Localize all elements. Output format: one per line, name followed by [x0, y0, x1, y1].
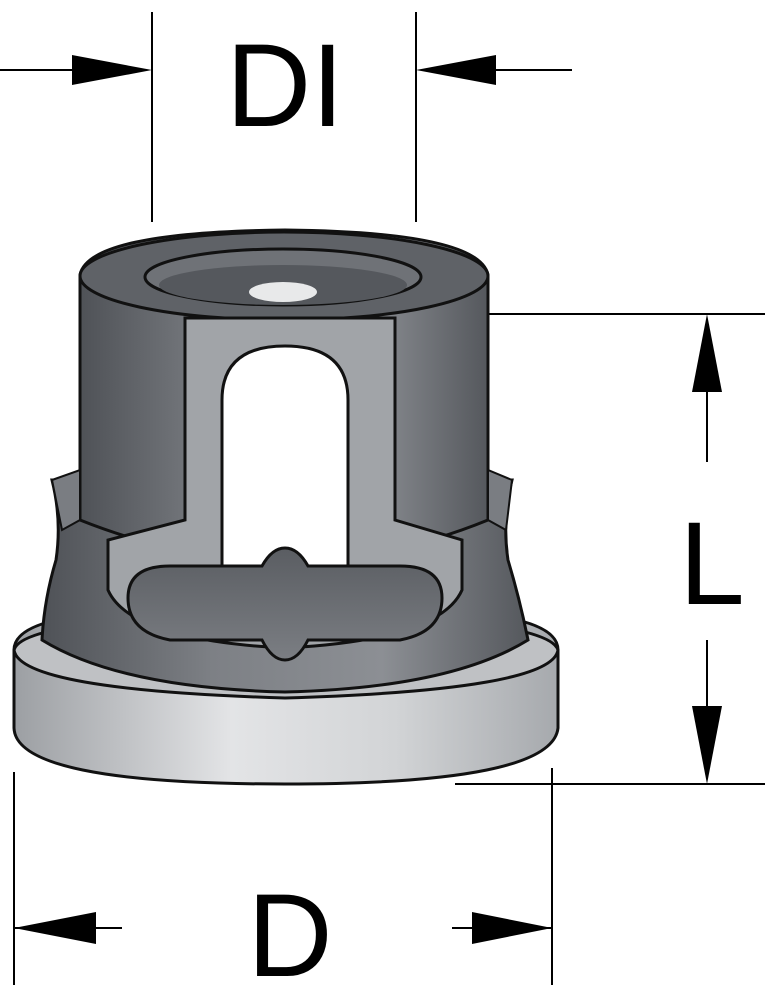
arrowhead-right: [472, 912, 552, 944]
collar-ridge-left: [50, 468, 81, 532]
collar-ridge-right: [487, 468, 514, 532]
inner-pocket: [126, 546, 444, 662]
bore-highlight: [249, 282, 317, 302]
arrowhead-left: [14, 912, 96, 944]
outer-diameter-dimension: D: [13, 768, 553, 999]
arrowhead-right: [72, 55, 152, 85]
length-dimension: L: [455, 313, 765, 785]
arrowhead-down: [692, 706, 722, 784]
slot-opening: [220, 344, 350, 572]
outer-diameter-label: D: [247, 870, 332, 999]
arrowhead-up: [692, 314, 722, 392]
inner-diameter-dimension: DI: [0, 12, 572, 222]
bushing-part: [12, 228, 560, 786]
arrowhead-left: [416, 55, 496, 85]
inner-diameter-label: DI: [226, 20, 344, 152]
length-label: L: [679, 498, 745, 630]
